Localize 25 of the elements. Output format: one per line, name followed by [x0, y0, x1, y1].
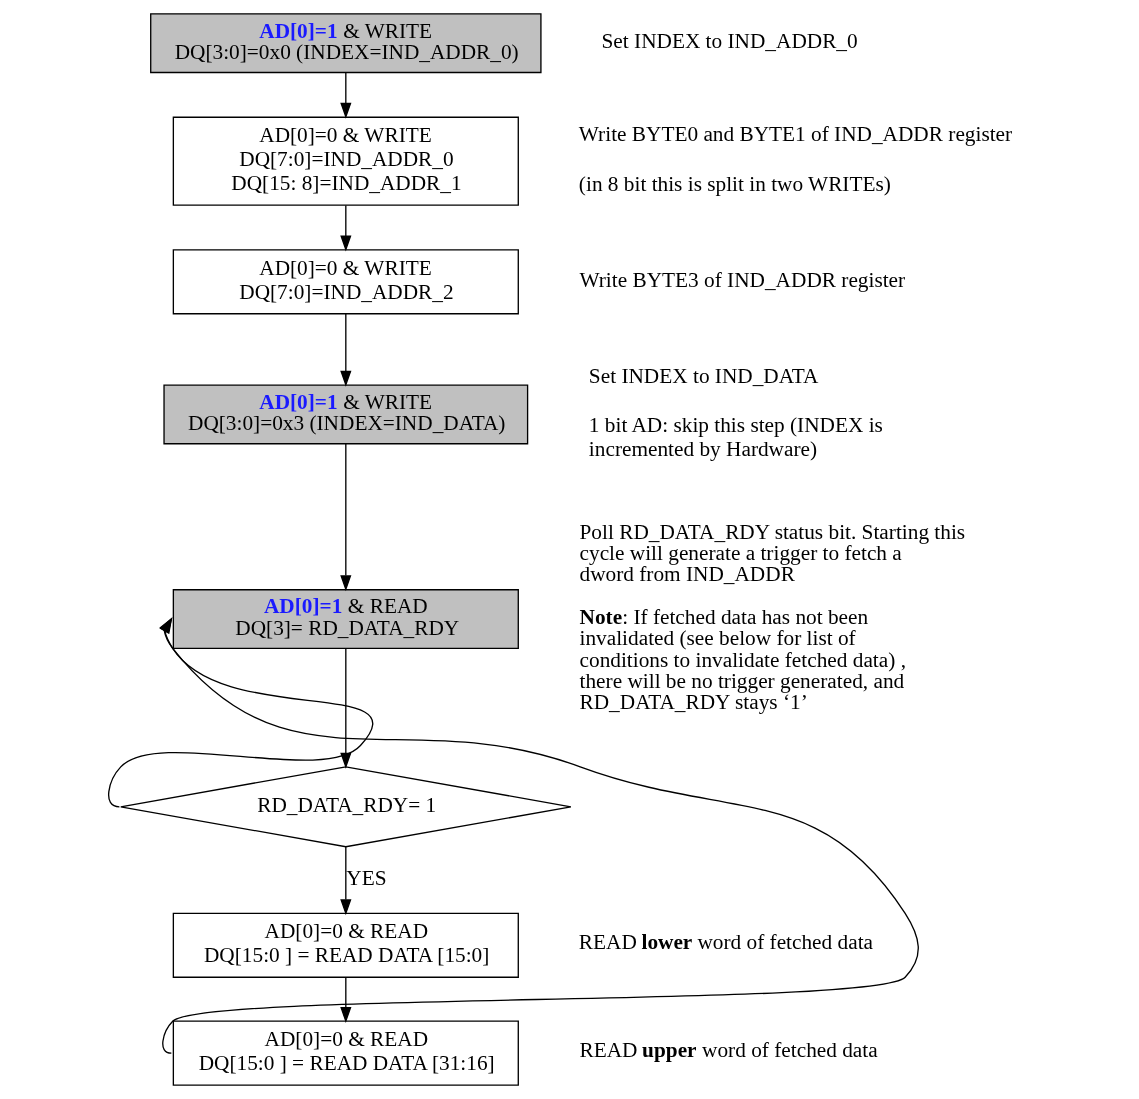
arrow — [339, 72, 351, 119]
node-label: READ upper word of fetched data — [579, 1037, 878, 1062]
node-box: AD[0]=1 & WRITE DQ[3:0]=0x0 (INDEX=IND_ADDR_0) — [149, 13, 542, 74]
arrow — [339, 846, 351, 916]
edge-label: YES — [345, 866, 387, 891]
node-box: AD[0]=0 & READ DQ[15:0 ] = READ DATA [15:0] — [172, 912, 519, 978]
node-box: AD[0]=1 & WRITE DQ[3:0]=0x3 (INDEX=IND_DATA) — [162, 384, 528, 445]
node-label: Note: If fetched data has not been invalidated (see below for list of conditions to invalidate fetched data) , there will be no trigger generated, and RD_DATA_RDY stays ‘1’ — [579, 605, 906, 715]
node-label: (in 8 bit this is split in two WRITEs) — [578, 171, 891, 196]
arrow — [339, 443, 351, 592]
node-label: 1 bit AD: skip this step (INDEX is incremented by Hardware) — [588, 413, 883, 462]
node-label: Write BYTE0 and BYTE1 of IND_ADDR register — [578, 122, 1012, 147]
node-box: AD[0]=0 & WRITE DQ[7:0]=IND_ADDR_2 — [172, 249, 519, 315]
node-box: AD[0]=0 & WRITE DQ[7:0]=IND_ADDR_0 DQ[15: 8]=IND_ADDR_1 — [172, 116, 519, 206]
node-label: Write BYTE3 of IND_ADDR register — [579, 267, 905, 292]
node-label: Set INDEX to IND_DATA — [588, 363, 818, 388]
node-box: AD[0]=1 & READ DQ[3]= RD_DATA_RDY — [172, 589, 519, 649]
arrow — [339, 313, 351, 387]
arrow — [339, 204, 351, 252]
node-label: Poll RD_DATA_RDY status bit. Starting this cycle will generate a trigger to fetch a dword from IND_ADDR — [579, 519, 965, 587]
arrow — [339, 976, 351, 1024]
node-label: Set INDEX to IND_ADDR_0 — [601, 29, 858, 54]
node-diamond: RD_DATA_RDY= 1 — [119, 766, 572, 848]
node-box: AD[0]=0 & READ DQ[15:0 ] = READ DATA [31:16] — [172, 1020, 519, 1086]
node-label: READ lower word of fetched data — [578, 930, 873, 955]
